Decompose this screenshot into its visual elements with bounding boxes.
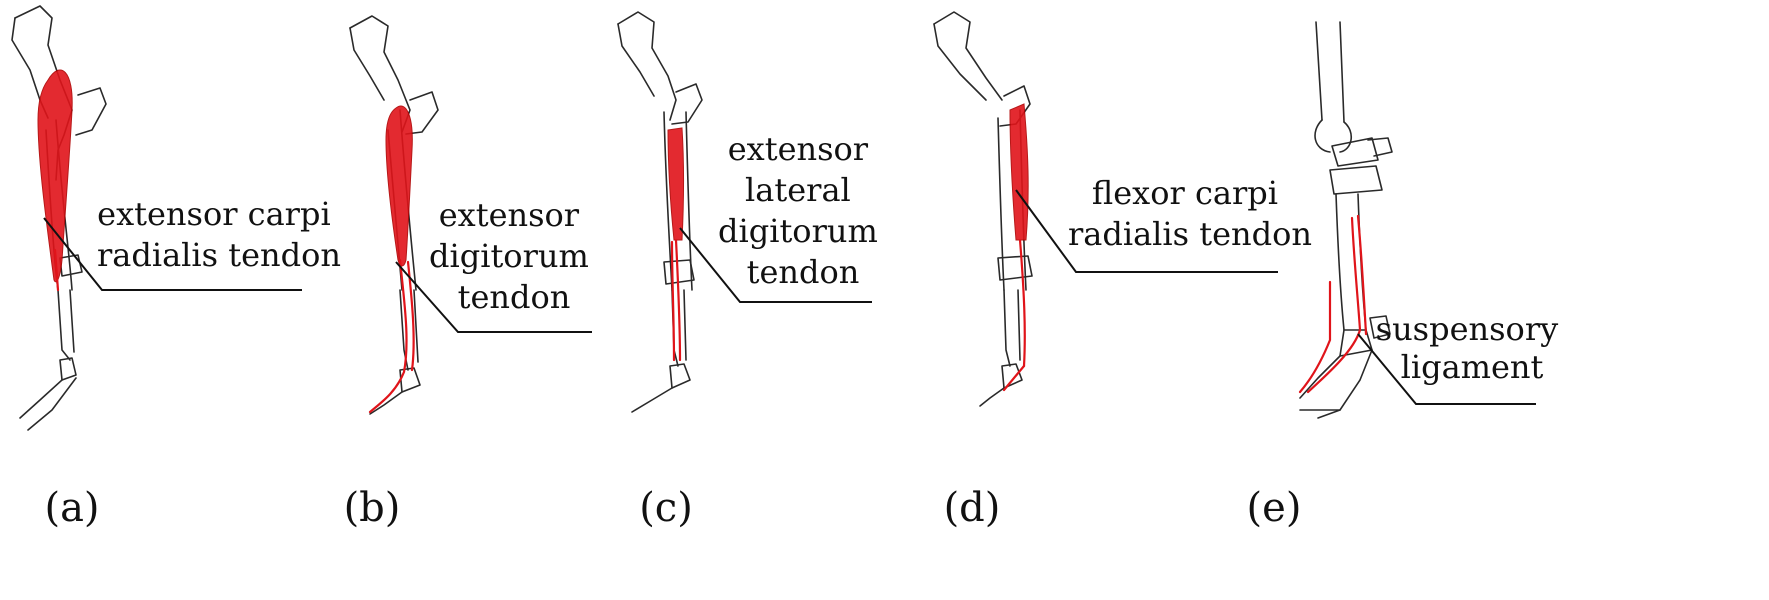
panel-d-tag: (d) bbox=[944, 485, 1001, 531]
panel-c-label-line-4: tendon bbox=[747, 253, 860, 291]
panel-a-leader-line bbox=[43, 217, 302, 291]
panel-d-label: flexor carpi radialis tendon bbox=[1068, 174, 1312, 253]
panel-b-label-line-2: digitorum bbox=[429, 237, 589, 275]
panel-a-tag: (a) bbox=[44, 485, 99, 531]
extensor-digitorum-muscle bbox=[385, 105, 413, 267]
extensor-lateral-digitorum-muscle bbox=[667, 127, 684, 241]
panel-e-label-line-2: ligament bbox=[1401, 348, 1544, 386]
panel-a-label: extensor carpi radialis tendon bbox=[97, 195, 341, 274]
panel-d: flexor carpi radialis tendon (d) bbox=[933, 11, 1312, 531]
panel-d-label-line-1: flexor carpi bbox=[1092, 174, 1278, 212]
panel-b-leader-line bbox=[395, 261, 592, 333]
panel-a-label-line-1: extensor carpi bbox=[97, 195, 331, 233]
panel-c-label: extensor lateral digitorum tendon bbox=[718, 130, 888, 291]
extensor-carpi-radialis-muscle bbox=[37, 69, 73, 283]
panel-a-label-line-2: radialis tendon bbox=[97, 236, 341, 274]
panel-b-label-line-3: tendon bbox=[458, 278, 571, 316]
panel-a: extensor carpi radialis tendon (a) bbox=[11, 5, 341, 531]
panel-b-label: extensor digitorum tendon bbox=[429, 196, 599, 316]
panel-c-label-line-1: extensor bbox=[728, 130, 869, 168]
suspensory-ligament-strand bbox=[1306, 216, 1362, 394]
panel-a-limb-illustration bbox=[11, 5, 107, 431]
panel-e-label-line-1: suspensory bbox=[1376, 310, 1559, 348]
panel-b-tag: (b) bbox=[344, 485, 401, 531]
panel-b-label-line-1: extensor bbox=[439, 196, 580, 234]
panel-b-limb-illustration bbox=[349, 15, 439, 415]
panel-c: extensor lateral digitorum tendon (c) bbox=[617, 11, 888, 531]
panel-d-label-line-2: radialis tendon bbox=[1068, 215, 1312, 253]
panel-c-limb-illustration bbox=[617, 11, 703, 413]
panel-c-label-line-3: digitorum bbox=[718, 212, 878, 250]
panel-e-leader-line bbox=[1357, 333, 1536, 405]
panel-c-tag: (c) bbox=[639, 485, 693, 531]
panel-d-leader-line bbox=[1015, 189, 1278, 273]
panel-b: extensor digitorum tendon (b) bbox=[344, 15, 599, 531]
flexor-carpi-radialis-muscle bbox=[1009, 103, 1029, 241]
panel-d-limb-illustration bbox=[933, 11, 1033, 407]
panel-e: suspensory ligament (e) bbox=[1247, 21, 1569, 531]
panel-c-leader-line bbox=[679, 227, 872, 303]
panel-e-tag: (e) bbox=[1247, 485, 1302, 531]
panel-e-limb-illustration bbox=[1298, 21, 1393, 419]
panel-c-label-line-2: lateral bbox=[745, 171, 851, 209]
panel-e-label: suspensory ligament bbox=[1376, 310, 1569, 386]
